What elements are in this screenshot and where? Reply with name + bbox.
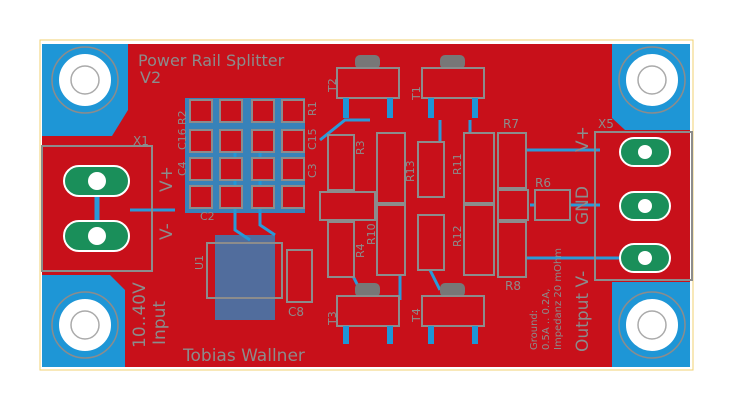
capacitor-array: [189, 99, 305, 209]
output-note-ground: Ground:: [529, 310, 540, 350]
label-r11: R11: [451, 153, 464, 175]
output-vminus-label: Output V-: [573, 271, 593, 352]
transistor-t3: [336, 283, 400, 344]
output-gnd-label: GND: [573, 186, 593, 225]
transistor-t4: [421, 283, 485, 344]
transistor-t2: [336, 55, 400, 118]
label-t1: T1: [410, 86, 423, 101]
label-c8: C8: [288, 305, 304, 319]
connector-x5[interactable]: [594, 131, 693, 281]
board-title: Power Rail Splitter: [138, 51, 285, 70]
label-c2: C2: [200, 210, 215, 223]
label-c3: C3: [306, 163, 319, 178]
label-t3: T3: [326, 311, 339, 326]
label-r3: R3: [354, 140, 367, 155]
label-r6: R6: [535, 176, 551, 190]
input-vplus-label: V+: [157, 166, 177, 192]
label-r8: R8: [505, 279, 521, 293]
label-r10: R10: [365, 223, 378, 245]
label-u1: U1: [193, 255, 206, 270]
connector-x1[interactable]: [41, 145, 153, 272]
label-t2: T2: [326, 78, 339, 93]
label-c15: C15: [306, 128, 319, 150]
x1-label: X1: [133, 134, 149, 148]
input-range-label: 10..40V: [130, 282, 150, 348]
label-r2: R2: [176, 110, 189, 125]
label-c16: C16: [176, 128, 189, 150]
label-r1: R1: [306, 101, 319, 116]
input-vminus-label: V-: [157, 223, 177, 240]
u1-outline: [206, 242, 283, 299]
label-t4: T4: [410, 308, 423, 323]
resistor-footprints: [319, 132, 571, 278]
output-note-current: 0.5A .. 0.2A,: [541, 289, 552, 350]
c8-footprint: [286, 249, 313, 303]
label-r7: R7: [503, 117, 519, 131]
output-vplus-label: V+: [573, 126, 593, 152]
x5-label: X5: [598, 117, 614, 131]
mounting-hole-br: [618, 291, 686, 359]
input-label: Input: [150, 301, 170, 345]
mounting-hole-tl: [51, 46, 119, 114]
label-r4: R4: [354, 243, 367, 258]
label-c4: C4: [176, 161, 189, 176]
mounting-hole-tr: [618, 46, 686, 114]
author-label: Tobias Wallner: [182, 346, 305, 366]
output-note-impedance: Impedanz 20 mOhm: [553, 248, 564, 350]
board-version: V2: [140, 68, 161, 87]
mounting-hole-bl: [51, 291, 119, 359]
label-r12: R12: [451, 225, 464, 247]
label-r13: R13: [404, 160, 417, 182]
transistor-t1: [421, 55, 485, 118]
